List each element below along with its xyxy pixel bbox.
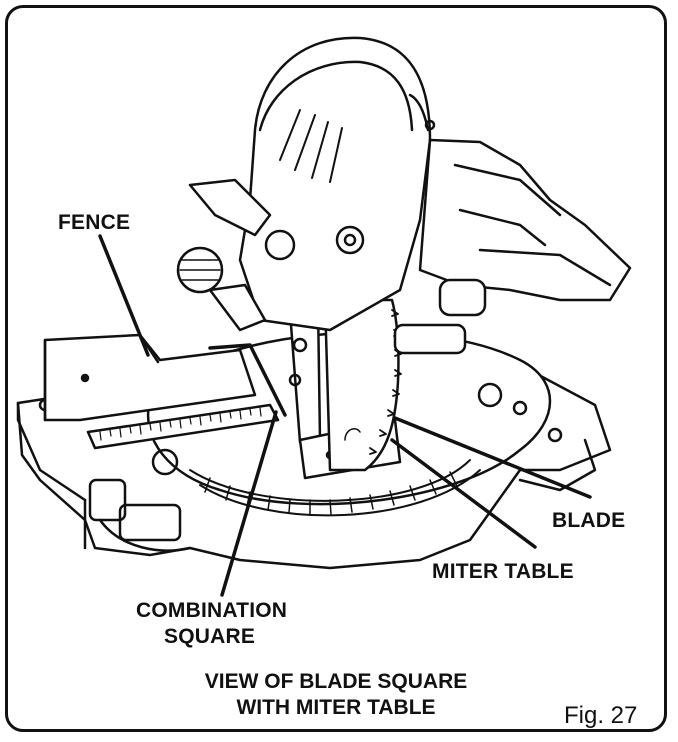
- saw-handle: [393, 138, 632, 355]
- blade-label: BLADE: [552, 509, 626, 532]
- combination-square-leader: [220, 410, 278, 597]
- fence-label: FENCE: [58, 211, 131, 234]
- miter-scale: [204, 471, 458, 515]
- miter-table-leader: [390, 438, 537, 549]
- saw-head: [238, 36, 436, 332]
- blade: [323, 298, 402, 472]
- caption-line2: WITH MITER TABLE: [236, 696, 436, 719]
- figure-caption: VIEW OF BLADE SQUARE WITH MITER TABLE: [136, 669, 536, 721]
- fence-leader: [98, 234, 150, 357]
- miter-table-label: MITER TABLE: [432, 560, 574, 583]
- caption-line1: VIEW OF BLADE SQUARE: [204, 670, 468, 693]
- combination-square-label-line1: COMBINATION: [136, 599, 288, 622]
- combination-square-label-line2: SQUARE: [164, 625, 256, 648]
- blade-leader: [393, 416, 592, 499]
- figure-number: Fig. 27: [564, 702, 638, 729]
- leader-lines: [98, 234, 592, 597]
- fence-square-leader: [208, 343, 287, 417]
- bevel-knob: [176, 178, 272, 332]
